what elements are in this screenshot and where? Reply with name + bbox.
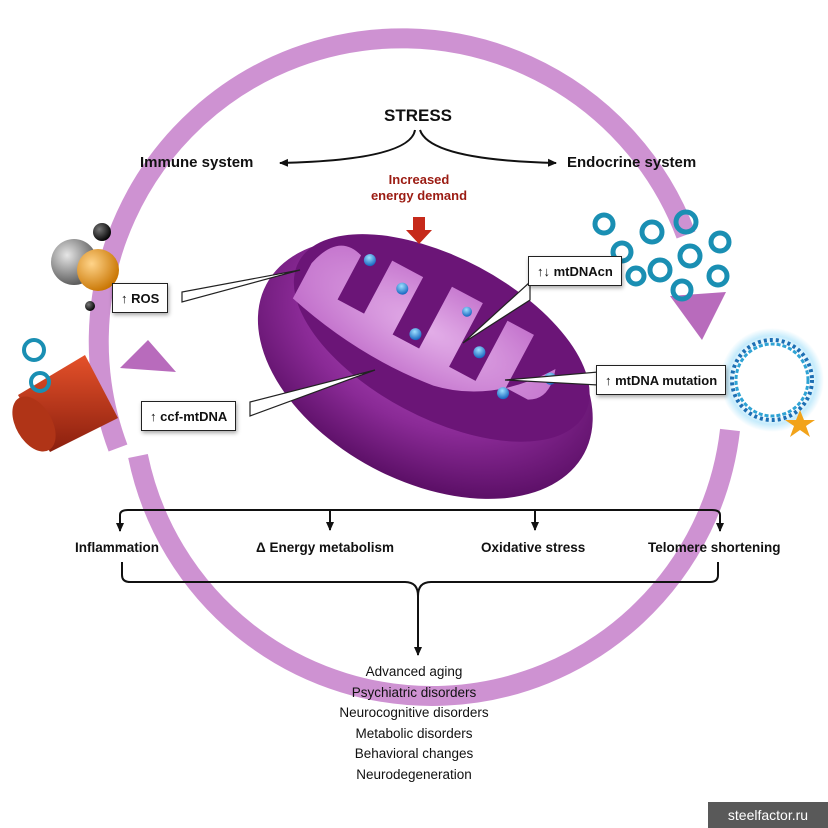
- circular-mtdna: [720, 328, 824, 437]
- cycle-arrowhead-left: [120, 340, 176, 372]
- effect-energy-metabolism: Δ Energy metabolism: [256, 540, 394, 555]
- mtdna-dot: [396, 282, 409, 295]
- callout-mtdnacn: ↑↓ mtDNAcn: [528, 256, 622, 286]
- mtdna-dot: [496, 387, 509, 400]
- energy-demand-line2: energy demand: [370, 188, 468, 203]
- stress-arrows: [279, 129, 557, 167]
- mtdna-dot: [473, 346, 486, 359]
- stress-label: STRESS: [384, 106, 453, 125]
- callout-pointers: [181, 269, 599, 417]
- outcome-item: Behavioral changes: [354, 746, 474, 761]
- outcome-item: Neurodegeneration: [356, 766, 472, 782]
- outcome-item: Metabolic disorders: [355, 725, 473, 741]
- cell-free-mtdna-vessel: [12, 338, 118, 452]
- outcome-item: Advanced aging: [365, 664, 463, 679]
- mtdna-dot: [461, 306, 472, 317]
- hormone-rings: [592, 209, 732, 302]
- cycle-arrow: [88, 28, 740, 706]
- mtdna-dot: [363, 254, 376, 267]
- mitochondrion: [257, 234, 593, 499]
- outcomes-list: Advanced aging Psychiatric disorders Neu…: [0, 662, 828, 785]
- energy-demand-line1: Increased: [388, 172, 450, 187]
- ros-molecules: [51, 223, 119, 311]
- mtdna-dot: [409, 328, 422, 341]
- callout-mtdna-mutation: ↑ mtDNA mutation: [596, 365, 727, 395]
- watermark: steelfactor.ru: [708, 802, 828, 828]
- outcome-item: Neurocognitive disorders: [339, 705, 489, 720]
- callout-ros: ↑ ROS: [112, 283, 169, 313]
- effect-oxidative-stress: Oxidative stress: [481, 540, 586, 555]
- effects-bracket: [116, 509, 724, 656]
- cycle-arrowhead-right: [670, 292, 726, 340]
- outcome-item: Psychiatric disorders: [351, 684, 477, 700]
- endocrine-system-label: Endocrine system: [567, 154, 697, 171]
- energy-demand-arrow: [406, 217, 432, 244]
- effect-telomere-shortening: Telomere shortening: [648, 540, 781, 555]
- callout-ccf-mtdna: ↑ ccf-mtDNA: [141, 401, 237, 431]
- mutation-star-icon: [785, 410, 815, 437]
- immune-system-label: Immune system: [140, 154, 254, 171]
- effect-inflammation: Inflammation: [75, 540, 160, 555]
